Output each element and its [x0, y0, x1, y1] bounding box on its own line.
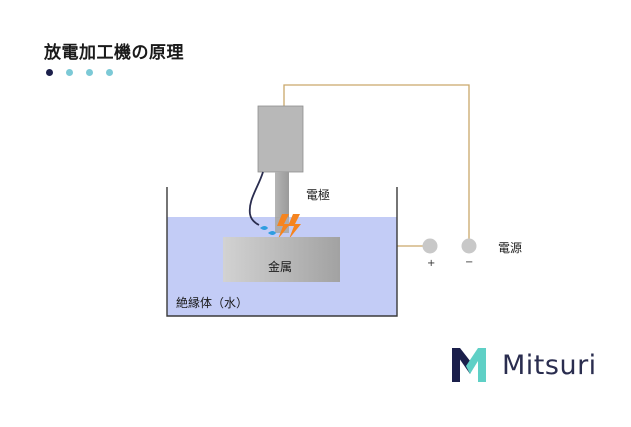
metal-label: 金属: [268, 260, 293, 274]
pager-dot: [66, 69, 73, 76]
spark-icon: [288, 214, 301, 239]
electrode-head: [257, 105, 304, 173]
terminal-minus: [461, 238, 477, 254]
tank: [166, 187, 398, 317]
spark-icon: [277, 214, 290, 239]
electrode-label: 電極: [306, 188, 331, 202]
power-label: 電源: [498, 241, 523, 255]
electrode-shaft: [275, 172, 289, 218]
plus-label: +: [427, 258, 436, 269]
pager-dot: [106, 69, 113, 76]
mitsuri-logo-icon: [452, 348, 486, 382]
metal-workpiece: [223, 237, 340, 282]
pager-dot-active: [46, 69, 53, 76]
terminal-plus: [422, 238, 438, 254]
pager-dot: [86, 69, 93, 76]
page-title: 放電加工機の原理: [44, 43, 184, 63]
nozzle-hose: [248, 171, 264, 226]
insulator-label: 絶縁体（水）: [176, 296, 249, 310]
minus-label: −: [465, 257, 474, 268]
brand-name: Mitsuri: [502, 350, 597, 381]
droplet-icon: [268, 231, 276, 235]
droplet-icon: [260, 226, 268, 230]
power-wire-top: [283, 84, 470, 245]
